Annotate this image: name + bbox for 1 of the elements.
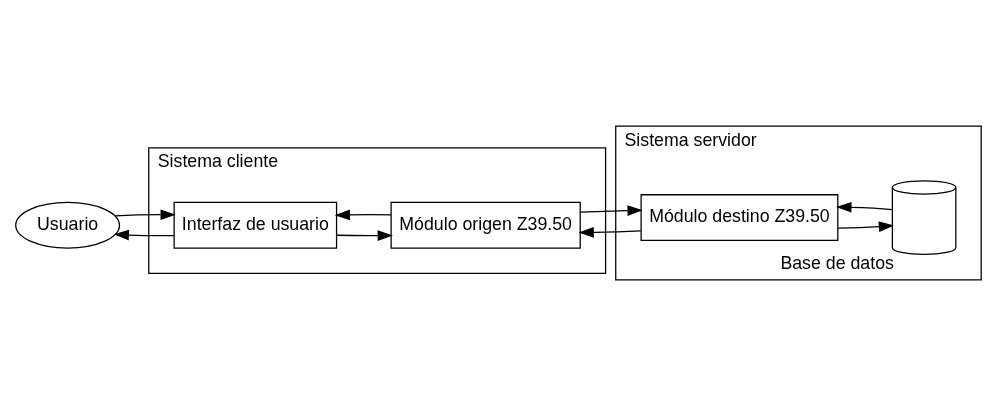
node-label: Base de datos [780,252,894,273]
